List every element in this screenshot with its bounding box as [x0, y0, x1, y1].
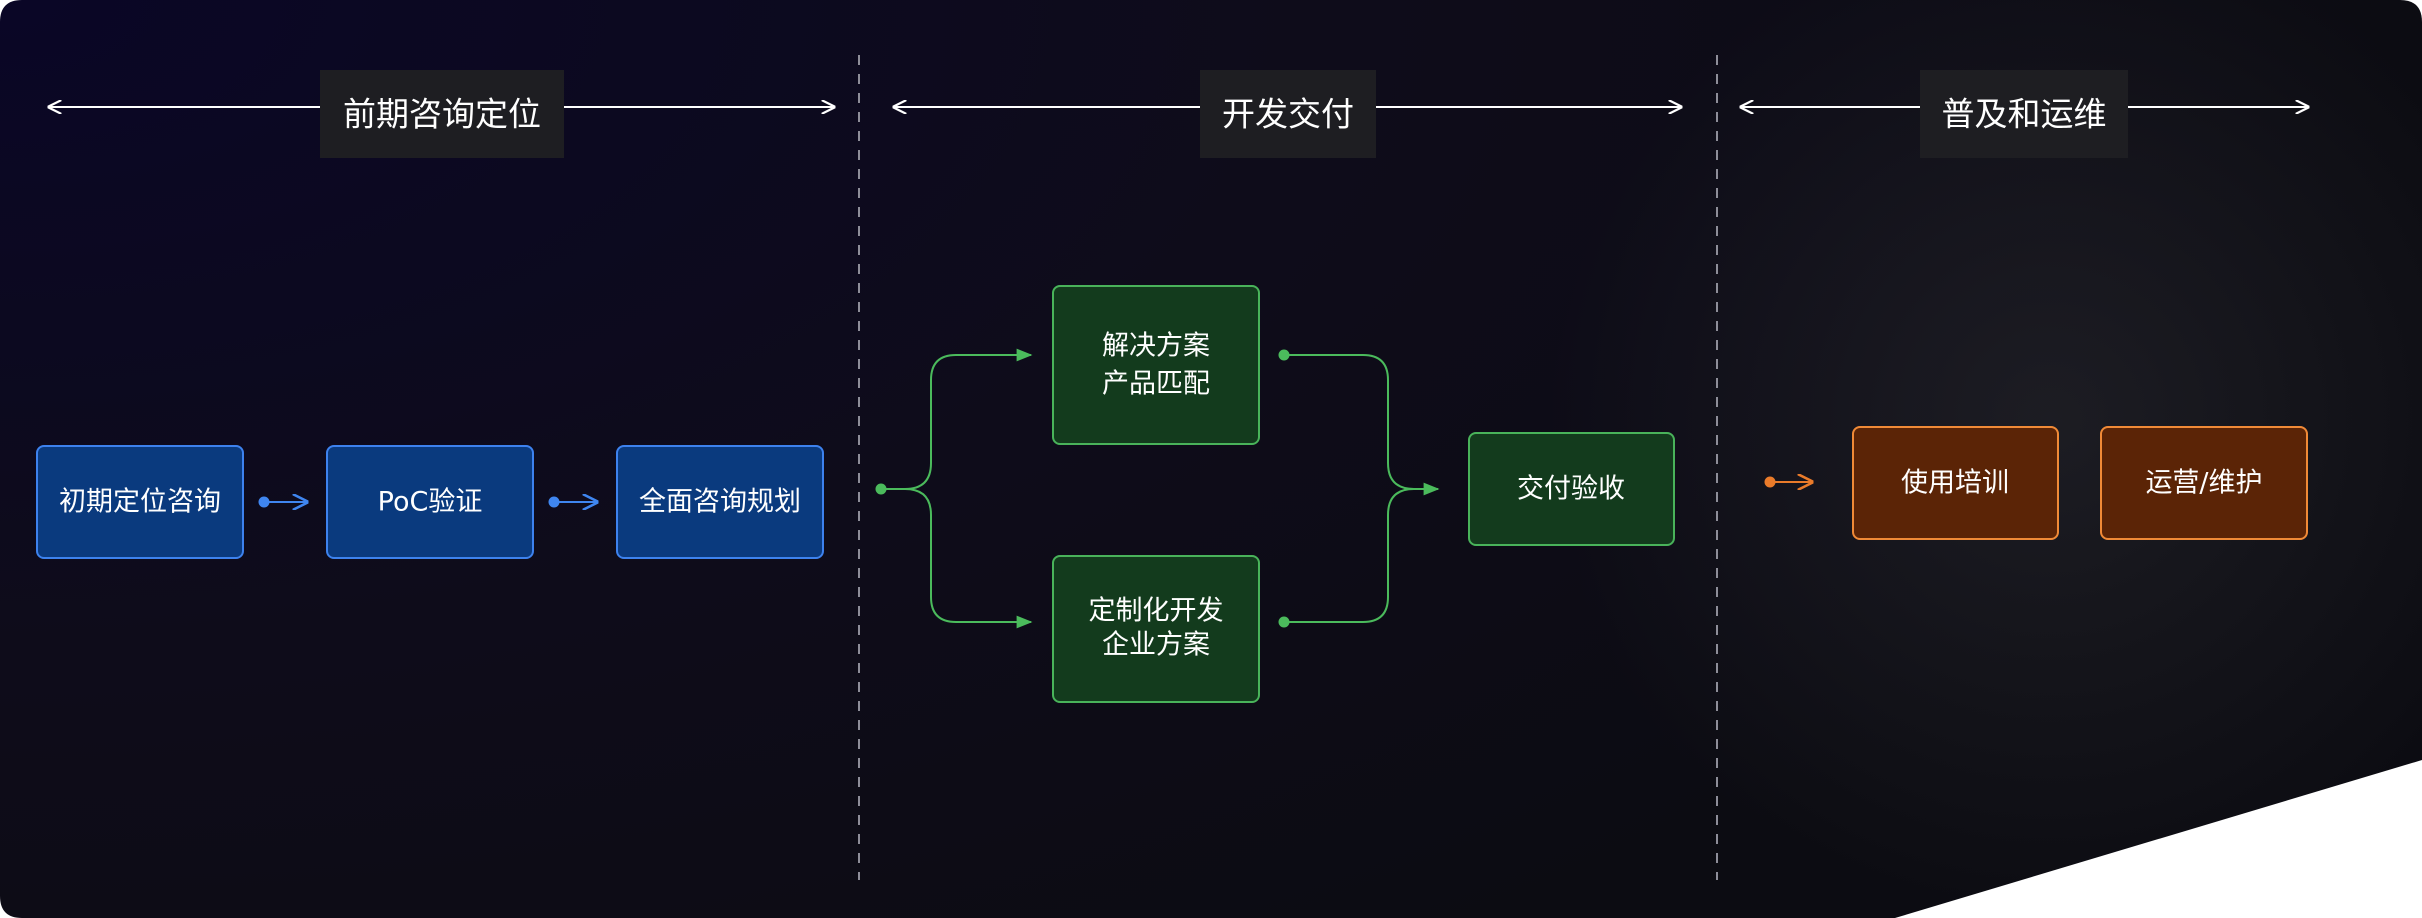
phase-header-operations: 普及和运维 — [1920, 70, 2128, 158]
connector-branch-merge — [1278, 349, 1440, 628]
node-acceptance-label: 交付验收 — [1517, 474, 1625, 505]
node-planning: 全面咨询规划 — [616, 445, 824, 559]
node-custom-line2: 企业方案 — [1102, 630, 1210, 661]
node-acceptance: 交付验收 — [1468, 432, 1675, 546]
connector-branch-split — [875, 348, 1033, 629]
node-initial-consulting-label: 初期定位咨询 — [59, 487, 221, 518]
node-solution-line2: 产品匹配 — [1102, 369, 1210, 400]
phase-title-consulting: 前期咨询定位 — [343, 95, 541, 134]
node-poc: PoC验证 — [326, 445, 534, 559]
connector-initial-to-poc — [258, 497, 308, 508]
node-solution-matching: 解决方案 产品匹配 — [1052, 285, 1260, 445]
connector-to-training — [1764, 477, 1813, 488]
node-training-label: 使用培训 — [1901, 468, 2009, 499]
node-initial-consulting: 初期定位咨询 — [36, 445, 244, 559]
node-training: 使用培训 — [1852, 426, 2059, 540]
node-solution-line1: 解决方案 — [1102, 331, 1210, 362]
node-custom-line1: 定制化开发 — [1089, 596, 1224, 627]
node-poc-label: PoC验证 — [378, 487, 483, 518]
node-operations-label: 运营/维护 — [2145, 468, 2262, 499]
node-custom-development: 定制化开发 企业方案 — [1052, 555, 1260, 703]
node-planning-label: 全面咨询规划 — [639, 487, 801, 518]
connector-poc-to-planning — [548, 497, 598, 508]
phase-title-delivery: 开发交付 — [1222, 95, 1354, 134]
phase-header-delivery: 开发交付 — [1200, 70, 1376, 158]
phase-header-consulting: 前期咨询定位 — [320, 70, 564, 158]
node-operations: 运营/维护 — [2100, 426, 2308, 540]
phase-title-operations: 普及和运维 — [1942, 95, 2107, 134]
